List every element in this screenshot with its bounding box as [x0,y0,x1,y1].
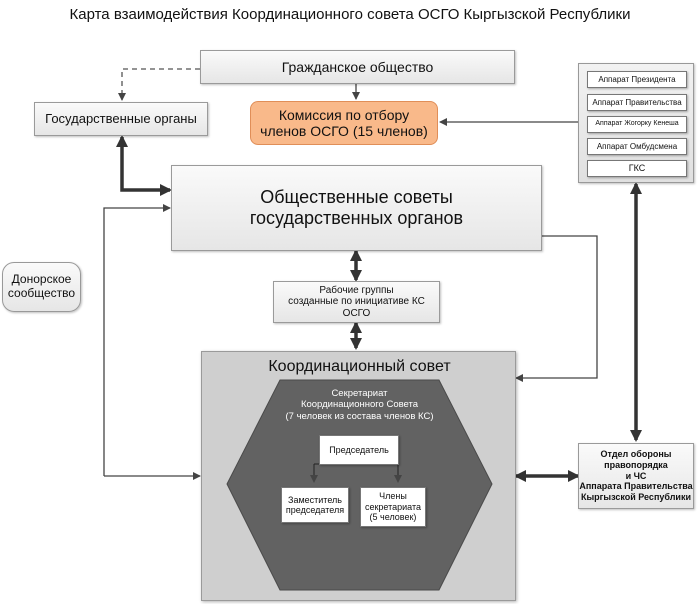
defense-department-box: Отдел обороны правопорядка и ЧС Аппарата… [578,443,694,509]
defense-line-3: и ЧС [625,470,647,481]
chairman-box: Председатель [319,435,399,465]
deputy-chairman-box: Заместитель председателя [281,487,349,523]
civil-society-box: Гражданское общество [200,50,515,84]
civil-society-label: Гражданское общество [281,58,434,75]
apparatus-item-parliament: Аппарат Жогорку Кенеша [587,116,687,133]
apparatus-item-president: Аппарат Президента [587,71,687,88]
state-bodies-box: Государственные органы [34,102,208,136]
donor-line-1: Донорское [11,272,72,287]
coordination-council-panel: Координационный совет Секретариат Коорди… [201,351,516,601]
diagram-title: Карта взаимодействия Координационного со… [69,6,631,23]
public-councils-line-2: государственных органов [249,208,464,228]
secretariat-line-1: Секретариат [331,388,388,399]
public-councils-box: Общественные советы государственных орга… [171,165,542,251]
secretariat-line-3: (7 человек из состава членов КС) [285,410,434,422]
working-groups-line-2: созданные по инициативе КС ОСГО [288,296,425,319]
arrow-councils-to-council [515,235,598,382]
secretariat-members-box: Члены секретариата (5 человек) [360,487,426,527]
members-line-3: (5 человек) [369,512,417,523]
apparatus-item-label: Аппарат Президента [598,74,676,84]
arrow-donor-to-councils [103,204,171,476]
chairman-label: Председатель [329,444,389,455]
defense-line-5: Кыргызской Республики [580,492,692,503]
secretariat-line-2: Координационного Совета [300,399,419,411]
coordination-council-title: Координационный совет [268,358,451,375]
apparatus-item-label: Аппарат Омбудсмена [596,141,678,151]
apparatus-item-label: Аппарат Жогорку Кенеша [595,120,679,128]
apparatus-panel: Аппарат Президента Аппарат Правительства… [578,63,694,183]
public-councils-line-1: Общественные советы [260,187,453,208]
apparatus-item-label: Аппарат Правительства [592,97,682,107]
commission-line-1: Комиссия по отбору [278,106,410,123]
deputy-line-2: председателя [285,505,345,515]
donor-line-2: сообщество [7,286,76,300]
apparatus-item-ombudsman: Аппарат Омбудсмена [587,138,687,155]
defense-line-4: Аппарата Правительства [579,481,693,492]
apparatus-item-label: ГКС [628,163,646,174]
commission-box: Комиссия по отбору членов ОСГО (15 члено… [250,101,438,145]
state-bodies-label: Государственные органы [45,110,197,126]
working-groups-line-1: Рабочие группы [319,284,394,296]
members-line-1: Члены [379,491,407,502]
apparatus-item-government: Аппарат Правительства [587,94,687,111]
apparatus-item-gks: ГКС [587,160,687,177]
secretariat-label: Секретариат Координационного Совета (7 ч… [242,388,477,422]
defense-line-2: правопорядка [604,459,668,470]
donor-box: Донорское сообщество [2,262,81,312]
deputy-line-1: Заместитель [288,494,342,505]
members-line-2: секретариата [364,501,422,512]
dashed-connector [118,68,200,101]
working-groups-box: Рабочие группы созданные по инициативе К… [273,281,440,323]
commission-line-2: членов ОСГО (15 членов) [260,123,428,139]
thick-arrow-state-councils [116,135,172,196]
defense-line-1: Отдел обороны [600,449,672,459]
